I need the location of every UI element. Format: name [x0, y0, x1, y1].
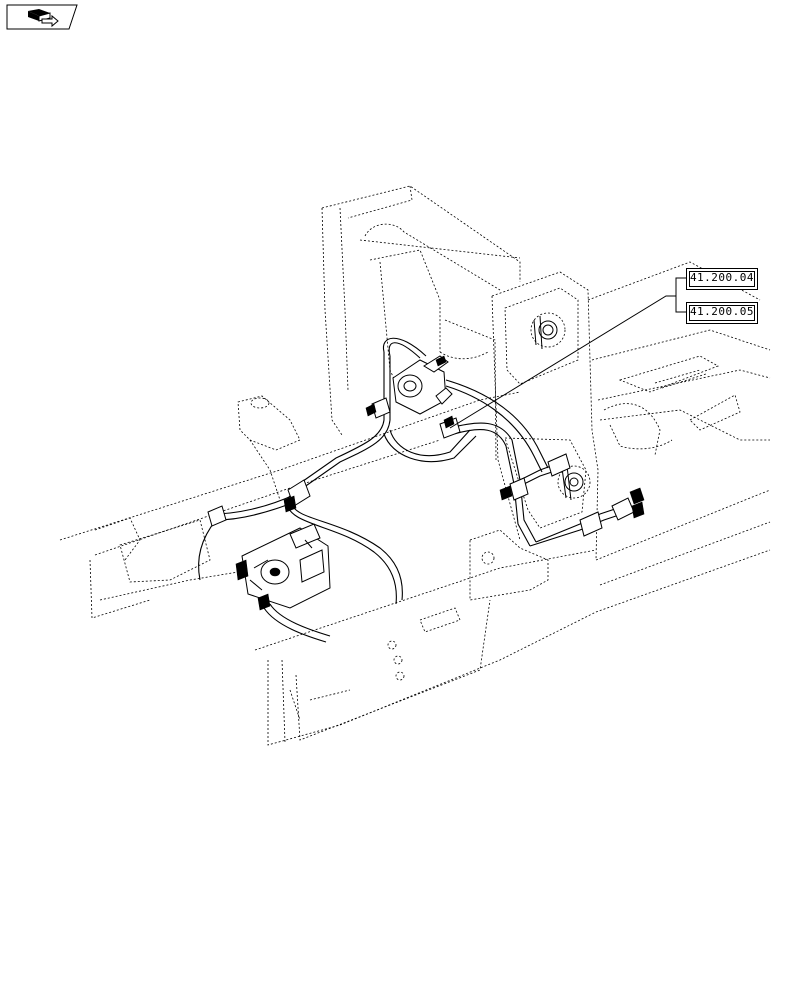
right-deck	[587, 261, 771, 456]
back-to-index-button[interactable]	[6, 4, 78, 30]
hydraulic-pump	[235, 523, 331, 611]
reference-label-41-200-05[interactable]: 41.200.05	[686, 302, 758, 324]
chassis-beams	[59, 391, 771, 746]
left-bracket	[237, 395, 301, 501]
tower-housing	[491, 271, 599, 561]
upright-frame	[321, 185, 521, 461]
reference-code: 41.200.05	[689, 305, 755, 318]
reference-leaders	[449, 277, 686, 429]
book-arrow-icon	[6, 4, 78, 30]
hydraulic-hoses	[198, 337, 635, 643]
reference-label-41-200-04[interactable]: 41.200.04	[686, 268, 758, 290]
reference-code: 41.200.04	[689, 271, 755, 284]
steering-valve	[392, 355, 453, 415]
hose-fittings	[207, 397, 645, 537]
